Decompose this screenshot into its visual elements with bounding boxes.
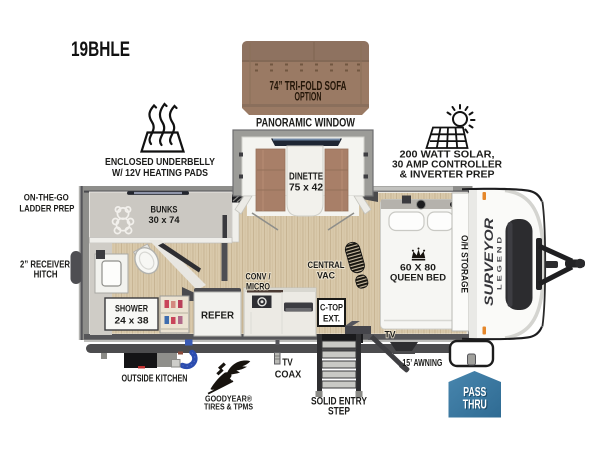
svg-text:LEGEND: LEGEND (497, 234, 504, 290)
svg-text:COAX: COAX (275, 370, 302, 381)
svg-text:19BHLE: 19BHLE (71, 38, 130, 61)
svg-text:74” TRI-FOLD SOFA: 74” TRI-FOLD SOFA (270, 79, 347, 93)
svg-text:OUTSIDE KITCHEN: OUTSIDE KITCHEN (122, 374, 188, 385)
svg-text:TV: TV (385, 330, 397, 340)
svg-text:CONV /: CONV / (246, 272, 271, 282)
svg-text:60 X 80: 60 X 80 (400, 263, 436, 274)
svg-text:PASS: PASS (463, 384, 486, 399)
svg-text:W/ 12V HEATING PADS: W/ 12V HEATING PADS (112, 168, 208, 179)
svg-text:ENCLOSED UNDERBELLY: ENCLOSED UNDERBELLY (105, 157, 215, 168)
svg-text:C-TOP: C-TOP (320, 302, 343, 313)
svg-text:15’ AWNING: 15’ AWNING (402, 358, 442, 369)
svg-text:SHOWER: SHOWER (115, 304, 148, 314)
svg-text:DINETTE: DINETTE (289, 172, 323, 183)
svg-text:LADDER PREP: LADDER PREP (19, 203, 74, 213)
svg-text:200 WATT SOLAR,: 200 WATT SOLAR, (400, 150, 495, 161)
svg-text:CENTRAL: CENTRAL (308, 259, 345, 270)
svg-text:REFER: REFER (201, 311, 235, 322)
svg-text:ON-THE-GO: ON-THE-GO (24, 193, 69, 203)
svg-text:EXT.: EXT. (323, 313, 340, 324)
svg-text:MICRO: MICRO (246, 282, 270, 292)
svg-text:SURVEYOR: SURVEYOR (482, 218, 496, 306)
svg-text:THRU: THRU (464, 397, 488, 412)
svg-text:30 x 74: 30 x 74 (149, 215, 180, 225)
svg-text:75 x 42: 75 x 42 (289, 183, 323, 194)
svg-text:PANORAMIC WINDOW: PANORAMIC WINDOW (256, 116, 356, 130)
svg-text:GOODYEAR®: GOODYEAR® (205, 394, 253, 404)
svg-text:2” RECEIVER: 2” RECEIVER (20, 260, 70, 271)
svg-text:PASS: PASS (465, 385, 488, 400)
svg-text:30 AMP CONTROLLER: 30 AMP CONTROLLER (392, 160, 502, 171)
svg-text:OPTION: OPTION (295, 90, 322, 104)
svg-text:QUEEN BED: QUEEN BED (390, 273, 446, 284)
svg-text:& INVERTER PREP: & INVERTER PREP (400, 170, 495, 181)
svg-text:HITCH: HITCH (34, 270, 58, 281)
svg-text:BUNKS: BUNKS (151, 205, 178, 215)
svg-text:24 x 38: 24 x 38 (115, 316, 149, 326)
svg-text:THRU: THRU (463, 396, 487, 411)
svg-text:STEP: STEP (328, 406, 350, 418)
svg-text:VAC: VAC (317, 270, 335, 281)
svg-text:TV: TV (282, 358, 293, 369)
svg-text:TIRES & TPMS: TIRES & TPMS (204, 402, 253, 412)
svg-text:O/H STORAGE: O/H STORAGE (460, 235, 470, 293)
svg-text:SOLID ENTRY: SOLID ENTRY (311, 396, 368, 408)
